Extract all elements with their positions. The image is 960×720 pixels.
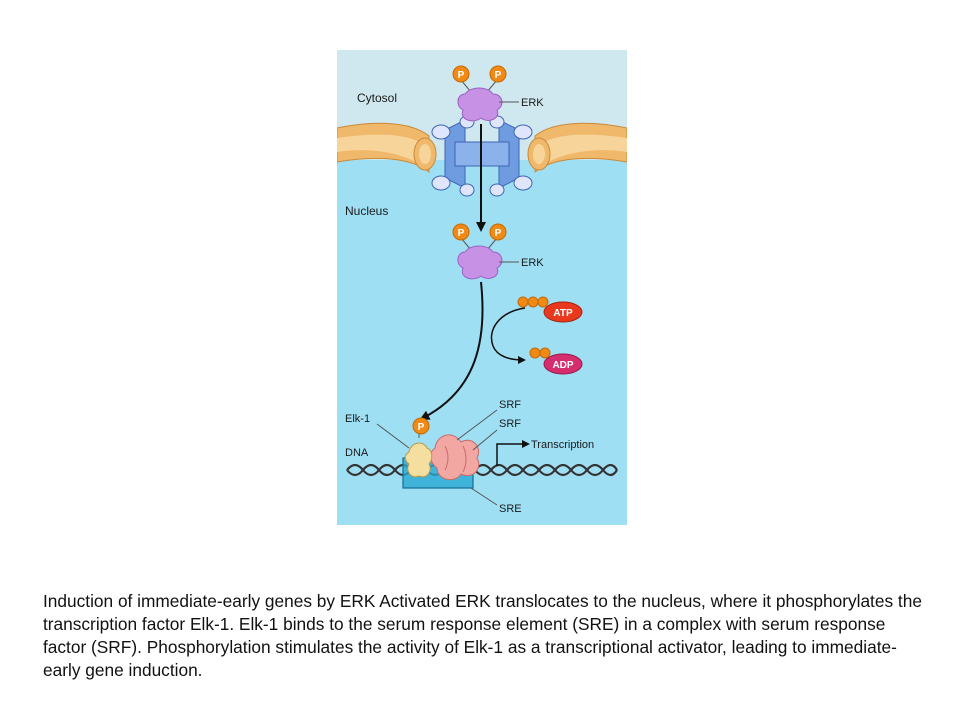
erk-cytosol xyxy=(457,79,519,122)
nuclear-envelope-left xyxy=(336,122,437,174)
srf-label-1: SRF xyxy=(499,399,521,411)
nuclear-envelope-right xyxy=(527,122,628,174)
atp-molecule: ATP xyxy=(517,296,583,323)
erk-signaling-diagram: Cytosol Nucleus P P ERK P P ERK A xyxy=(336,50,628,525)
figure-caption: Induction of immediate-early genes by ER… xyxy=(43,591,922,680)
adp-label: ADP xyxy=(552,360,573,371)
svg-text:P: P xyxy=(495,70,502,81)
atp-to-adp-arrow xyxy=(490,307,526,364)
phosphate-nucleus-2: P xyxy=(489,223,507,241)
nuclear-pore-complex xyxy=(431,115,533,197)
elk1-label: Elk-1 xyxy=(345,413,370,425)
svg-text:P: P xyxy=(418,422,425,433)
svg-text:P: P xyxy=(495,228,502,239)
erk-nucleus xyxy=(457,237,519,280)
transcription-arrow xyxy=(496,440,530,466)
diagram-canvas: Cytosol Nucleus P P ERK P P ERK A xyxy=(336,50,628,525)
phosphate-nucleus-1: P xyxy=(452,223,470,241)
atp-label: ATP xyxy=(553,308,573,319)
adp-molecule: ADP xyxy=(529,347,583,375)
erk-cytosol-label: ERK xyxy=(521,97,544,109)
phosphate-cytosol-1: P xyxy=(452,65,470,83)
phosphate-elk1: P xyxy=(412,417,430,435)
srf-dimer xyxy=(430,434,480,481)
erk-nucleus-label: ERK xyxy=(521,257,544,269)
cytosol-label: Cytosol xyxy=(357,91,397,105)
dna-label: DNA xyxy=(345,447,369,459)
phosphate-cytosol-2: P xyxy=(489,65,507,83)
srf-label-2: SRF xyxy=(499,418,521,430)
svg-text:P: P xyxy=(458,228,465,239)
phosphorylation-arrow xyxy=(419,281,484,420)
svg-text:P: P xyxy=(458,70,465,81)
dna-helix xyxy=(346,463,618,477)
transcription-label: Transcription xyxy=(531,439,594,451)
nucleus-label: Nucleus xyxy=(345,204,388,218)
sre-label: SRE xyxy=(499,503,522,515)
